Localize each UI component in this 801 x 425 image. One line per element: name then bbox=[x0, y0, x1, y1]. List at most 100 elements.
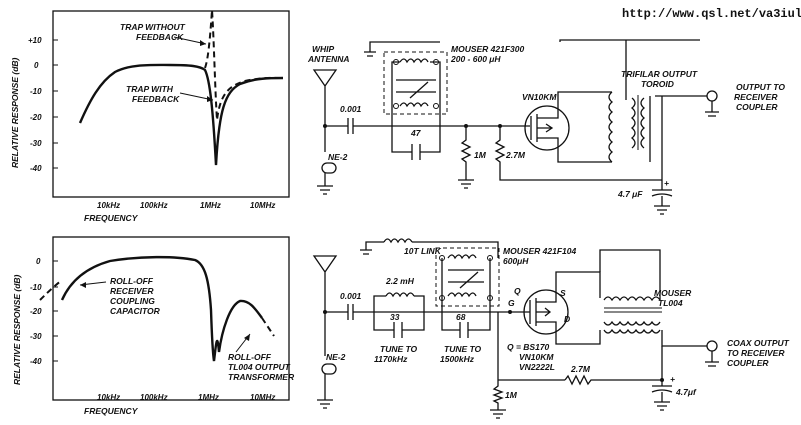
fet-pin-label: D bbox=[564, 314, 570, 324]
bottom-ytick: -30 bbox=[30, 332, 42, 341]
bottom-schematic: 0.001 NE-2 10T LINK 2.2 mH 33 TUNE TO 11… bbox=[312, 238, 790, 419]
plus-label: + bbox=[670, 374, 675, 384]
cap-label: 68 bbox=[456, 312, 466, 322]
top-xtick: 100kHz bbox=[140, 201, 168, 210]
resistor-icon bbox=[564, 374, 662, 386]
bottom-graph-ylabel: RELATIVE RESPONSE (dB) bbox=[12, 274, 22, 385]
top-graph-ylabel: RELATIVE RESPONSE (dB) bbox=[10, 57, 20, 168]
resistor-icon bbox=[494, 126, 662, 181]
fet-label: Q = BS170 bbox=[507, 342, 550, 352]
whip-antenna-label: WHIP bbox=[312, 44, 335, 54]
bottom-annotation: ROLL-OFF bbox=[228, 352, 272, 362]
tune-label: TUNE TO bbox=[444, 344, 482, 354]
bottom-annotation: ROLL-OFF bbox=[110, 276, 154, 286]
top-annotation: TRAP WITHOUT bbox=[120, 22, 186, 32]
output-label: COUPLER bbox=[727, 358, 769, 368]
fet-icon bbox=[524, 105, 570, 151]
output-label: OUTPUT TO bbox=[736, 82, 785, 92]
inductor-label: 2.2 mH bbox=[385, 276, 415, 286]
inductor-icon bbox=[385, 292, 415, 298]
antenna-icon bbox=[312, 69, 338, 126]
bottom-curve-dashed-right bbox=[261, 317, 275, 337]
bottom-curve-dashed bbox=[39, 279, 63, 301]
fet-pin-label: S bbox=[560, 288, 566, 298]
output-label: RECEIVER bbox=[734, 92, 778, 102]
tl004-label: MOUSER bbox=[654, 288, 692, 298]
plus-label: + bbox=[664, 178, 669, 188]
output-label: COAX OUTPUT bbox=[727, 338, 790, 348]
trifilar-coil-icon bbox=[608, 91, 614, 163]
bottom-xtick: 100kHz bbox=[140, 393, 168, 402]
capacitor-icon bbox=[459, 322, 469, 338]
fet-label: VN10KM bbox=[522, 92, 557, 102]
mouser-label: MOUSER 421F300 bbox=[451, 44, 524, 54]
bottom-annotation: TL004 OUTPUT bbox=[228, 362, 291, 372]
fet-label: VN10KM bbox=[519, 352, 554, 362]
inductor-icon bbox=[399, 58, 429, 64]
trifilar-label: TRIFILAR OUTPUT bbox=[621, 69, 698, 79]
neon-lamp-icon bbox=[321, 162, 337, 174]
top-annotation: TRAP WITH bbox=[126, 84, 174, 94]
electrolytic-cap-icon bbox=[651, 189, 673, 215]
mouser-label: MOUSER 421F104 bbox=[503, 246, 576, 256]
bottom-annotation: CAPACITOR bbox=[110, 306, 161, 316]
cap-label: 4.7 μF bbox=[617, 189, 643, 199]
top-ytick: -40 bbox=[30, 164, 42, 173]
resistor-icon bbox=[458, 126, 474, 189]
bottom-xtick: 1MHz bbox=[198, 393, 219, 402]
bottom-ytick: -40 bbox=[30, 357, 42, 366]
output-connector-icon bbox=[706, 340, 718, 352]
top-curve-without-feedback bbox=[204, 9, 285, 121]
bottom-response-graph: RELATIVE RESPONSE (dB) 0 -10 -20 -30 -40… bbox=[12, 236, 295, 416]
trifilar-label: TOROID bbox=[641, 79, 674, 89]
resistor-label: 1M bbox=[474, 150, 487, 160]
cap-label: 47 bbox=[410, 128, 422, 138]
capacitor-icon bbox=[393, 322, 403, 338]
cap-label: 0.001 bbox=[340, 104, 362, 114]
top-xtick: 10MHz bbox=[250, 201, 275, 210]
top-schematic: WHIP ANTENNA 0.001 NE-2 47 MOUSER 421F30… bbox=[307, 39, 785, 215]
output-label: COUPLER bbox=[736, 102, 778, 112]
top-ytick: +10 bbox=[28, 36, 42, 45]
tl004-label: TL004 bbox=[658, 298, 683, 308]
tune-label: 1170kHz bbox=[374, 354, 408, 364]
cap-label: 0.001 bbox=[340, 291, 362, 301]
top-annotation: FEEDBACK bbox=[136, 32, 184, 42]
fet-pin-label: G bbox=[508, 298, 515, 308]
neon-label: NE-2 bbox=[328, 152, 348, 162]
link-label: 10T LINK bbox=[404, 246, 442, 256]
capacitor-icon bbox=[347, 304, 354, 320]
source-url[interactable]: http://www.qsl.net/va3iul bbox=[622, 7, 801, 21]
bottom-ytick: -10 bbox=[30, 283, 42, 292]
resistor-label: 2.7M bbox=[570, 364, 591, 374]
fet-pin-label: Q bbox=[514, 286, 521, 296]
cap-label: 4.7μf bbox=[675, 387, 697, 397]
top-ytick: -10 bbox=[30, 87, 42, 96]
top-xtick: 1MHz bbox=[200, 201, 221, 210]
top-curve-with-feedback bbox=[78, 63, 284, 166]
top-graph-xlabel: FREQUENCY bbox=[84, 213, 139, 223]
inductor-icon bbox=[383, 238, 413, 244]
neon-lamp-icon bbox=[321, 363, 337, 375]
bottom-ytick: -20 bbox=[30, 307, 42, 316]
bottom-annotation: RECEIVER bbox=[110, 286, 154, 296]
fet-label: VN2222L bbox=[519, 362, 555, 372]
top-ytick: 0 bbox=[34, 61, 39, 70]
transformer-icon bbox=[603, 296, 661, 302]
resistor-label: 2.7M bbox=[505, 150, 526, 160]
whip-antenna-label: ANTENNA bbox=[307, 54, 350, 64]
mouser-label: 600μH bbox=[503, 256, 529, 266]
mouser-label: 200 - 600 μH bbox=[450, 54, 501, 64]
bottom-curve-solid bbox=[60, 255, 263, 362]
electrolytic-cap-icon bbox=[651, 385, 673, 411]
tune-label: TUNE TO bbox=[380, 344, 418, 354]
resistor-label: 1M bbox=[505, 390, 518, 400]
mouser-coil-box bbox=[435, 247, 500, 307]
capacitor-icon bbox=[411, 144, 421, 160]
neon-label: NE-2 bbox=[326, 352, 346, 362]
bottom-annotation: TRANSFORMER bbox=[228, 372, 295, 382]
bottom-graph-frame bbox=[52, 236, 290, 401]
bottom-annotation: COUPLING bbox=[110, 296, 155, 306]
bottom-graph-xlabel: FREQUENCY bbox=[84, 406, 139, 416]
